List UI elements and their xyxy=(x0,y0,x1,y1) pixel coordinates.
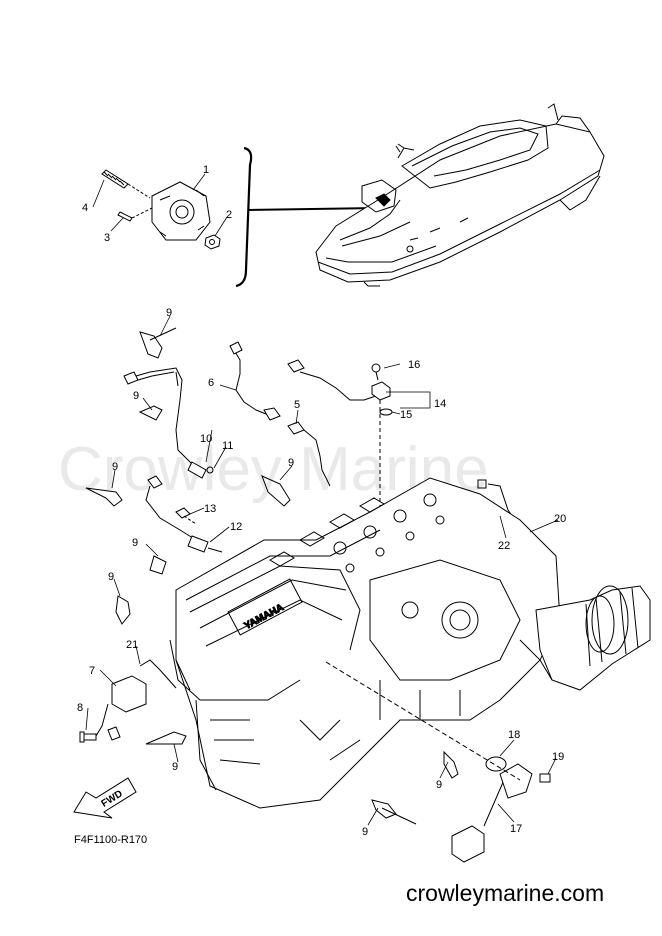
callout-11: 11 xyxy=(222,440,233,452)
inset-leader-lines xyxy=(92,173,228,237)
callout-9-f: 9 xyxy=(108,571,114,583)
callout-5: 5 xyxy=(294,399,300,411)
callout-numbers: 1 2 3 4 5 6 7 8 9 9 9 9 9 9 9 9 9 10 11 … xyxy=(77,164,566,838)
inset-pointer-line xyxy=(247,207,379,211)
callout-1: 1 xyxy=(203,164,209,176)
callout-22: 22 xyxy=(498,540,510,552)
callout-7: 7 xyxy=(89,665,95,677)
callout-10: 10 xyxy=(200,433,212,445)
throttle-body-inset xyxy=(101,169,221,250)
callout-9-h: 9 xyxy=(436,779,442,791)
inset-bracket xyxy=(235,146,253,288)
callout-2: 2 xyxy=(226,209,232,221)
website-footer: crowleymarine.com xyxy=(406,880,605,906)
callout-16: 16 xyxy=(408,359,420,371)
callout-4: 4 xyxy=(82,202,88,214)
callout-21: 21 xyxy=(126,639,138,651)
callout-14: 14 xyxy=(434,398,446,410)
engine-assembly: YAMAHA xyxy=(169,477,651,809)
callout-6: 6 xyxy=(208,377,214,389)
callout-9-c: 9 xyxy=(112,461,118,473)
drawing-code: F4F1100-R170 xyxy=(74,834,148,846)
callout-9-g: 9 xyxy=(172,761,178,773)
harness-and-sensors xyxy=(79,327,551,863)
callout-9-b: 9 xyxy=(133,390,139,402)
callout-3: 3 xyxy=(104,232,110,244)
callout-8: 8 xyxy=(77,702,83,714)
callout-19: 19 xyxy=(552,751,564,763)
callout-12: 12 xyxy=(230,521,242,533)
callout-20: 20 xyxy=(554,513,566,525)
callout-15: 15 xyxy=(400,409,412,421)
callout-18: 18 xyxy=(508,729,520,741)
callout-13: 13 xyxy=(204,503,216,515)
callout-9-d: 9 xyxy=(288,457,294,469)
callout-leaders xyxy=(85,315,559,826)
callout-9-a: 9 xyxy=(166,307,172,319)
callout-17: 17 xyxy=(510,823,522,835)
watercraft-outline xyxy=(315,103,605,287)
callout-9-e: 9 xyxy=(132,537,138,549)
callout-9-i: 9 xyxy=(362,826,368,838)
forward-arrow-icon: FWD xyxy=(73,777,137,819)
